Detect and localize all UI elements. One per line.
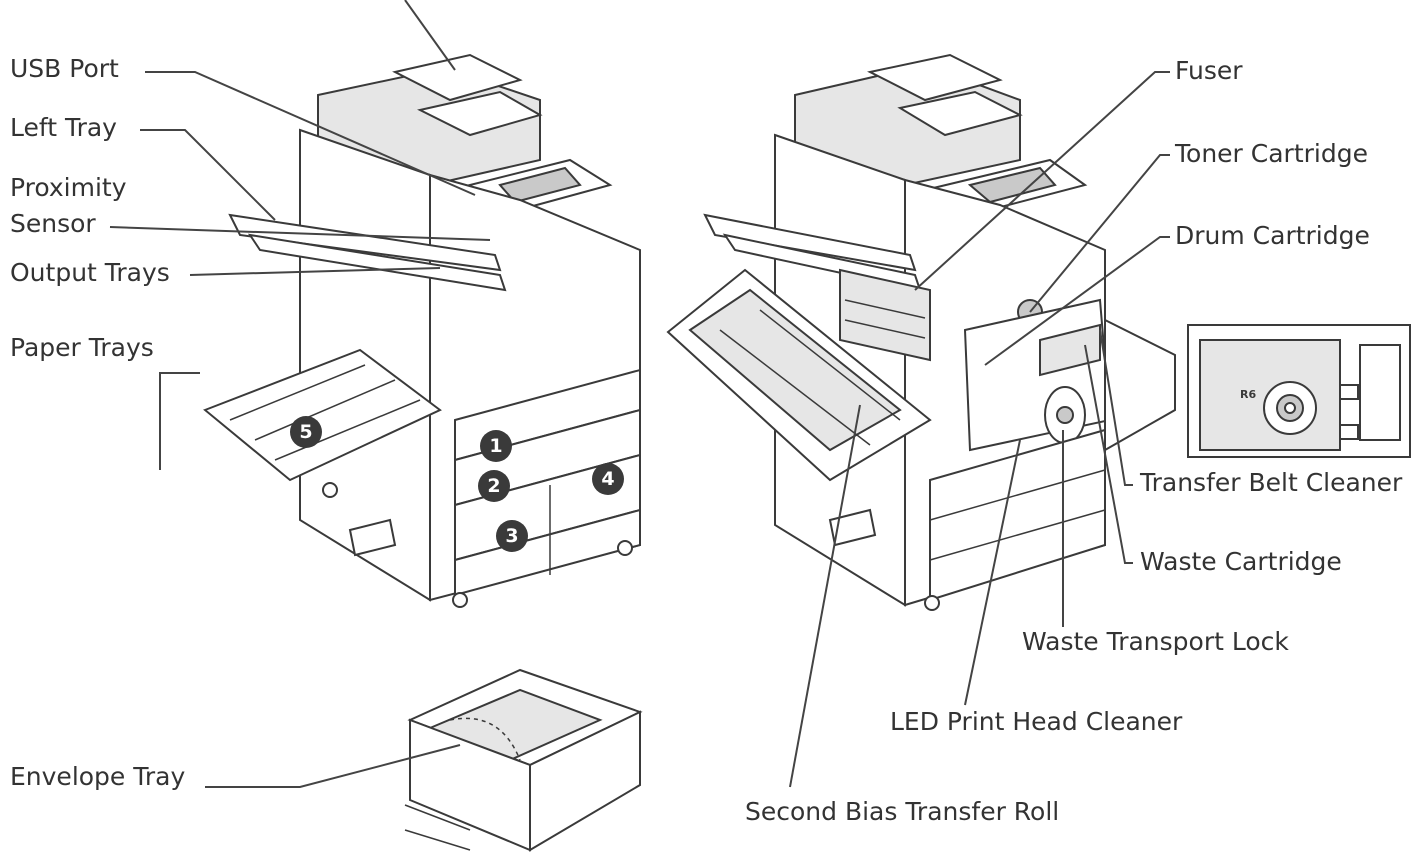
label-waste-transport-lock: Waste Transport Lock [1022,627,1289,656]
toner-detail-inset: R6 [1187,324,1411,458]
label-led-print-head-cleaner: LED Print Head Cleaner [890,707,1183,736]
tray-number-3: 3 [496,520,528,552]
label-proximity-sensor: Proximity Sensor [10,170,127,242]
inset-label: R6 [1240,388,1256,401]
label-proximity-line2: Sensor [10,209,96,238]
label-output-trays: Output Trays [10,258,170,287]
label-envelope-tray: Envelope Tray [10,762,186,791]
paper-trays-bracket [159,372,200,470]
tray-number-5: 5 [290,416,322,448]
label-fuser: Fuser [1175,56,1243,85]
tray-number-2: 2 [478,470,510,502]
label-usb-port: USB Port [10,54,119,83]
label-waste-cartridge: Waste Cartridge [1140,547,1342,576]
leader-lines [109,0,1170,788]
label-toner-cartridge: Toner Cartridge [1175,139,1368,168]
tray-number-1: 1 [480,430,512,462]
label-proximity-line1: Proximity [10,173,127,202]
label-second-bias-transfer-roll: Second Bias Transfer Roll [745,797,1060,826]
envelope-tray-illustration [404,668,643,852]
label-transfer-belt-cleaner: Transfer Belt Cleaner [1140,468,1403,497]
tray-number-4: 4 [592,463,624,495]
printer-open-view [666,53,1176,611]
label-paper-trays: Paper Trays [10,333,154,362]
label-drum-cartridge: Drum Cartridge [1175,221,1370,250]
printer-front-view [203,53,641,608]
label-left-tray: Left Tray [10,113,117,142]
